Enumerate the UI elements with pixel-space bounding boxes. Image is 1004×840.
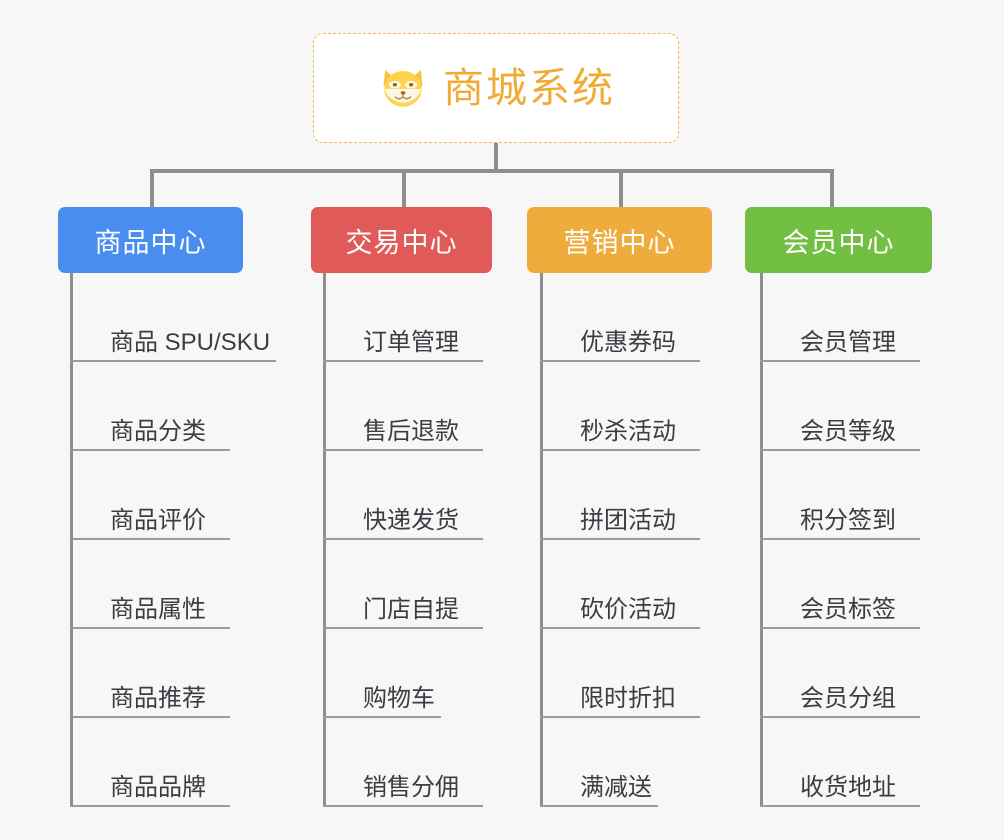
root-node-card[interactable]: 商城系统 (313, 33, 679, 143)
leaf-item-label: 会员等级 (800, 417, 896, 445)
category-label-4: 会员中心 (782, 227, 895, 258)
leaf-item-label: 商品 SPU/SKU (110, 328, 271, 356)
shiba-dog-icon (383, 70, 423, 107)
leaf-item-label: 商品推荐 (110, 684, 206, 712)
leaf-item[interactable]: 商品品牌 (70, 718, 230, 807)
leaf-trunk-line (70, 273, 73, 807)
leaf-underline (70, 360, 276, 362)
leaf-item-label: 限时折扣 (580, 684, 676, 712)
leaf-item[interactable]: 积分签到 (760, 451, 920, 540)
category-box-1[interactable]: 商品中心 (58, 207, 243, 273)
leaf-item[interactable]: 销售分佣 (323, 718, 483, 807)
connector-root-drop (494, 143, 498, 171)
leaf-trunk-line (760, 273, 763, 807)
leaf-trunk-line (323, 273, 326, 807)
leaf-underline (760, 360, 920, 362)
leaf-underline (323, 538, 483, 540)
leaf-item[interactable]: 优惠券码 (540, 273, 700, 362)
leaf-item[interactable]: 商品推荐 (70, 629, 230, 718)
leaf-item[interactable]: 订单管理 (323, 273, 483, 362)
leaf-item[interactable]: 售后退款 (323, 362, 483, 451)
leaf-underline (540, 538, 700, 540)
leaf-item-label: 商品评价 (110, 506, 206, 534)
leaf-underline (540, 805, 658, 807)
leaf-item[interactable]: 商品评价 (70, 451, 230, 540)
leaf-item-label: 优惠券码 (580, 328, 676, 356)
leaf-item[interactable]: 限时折扣 (540, 629, 700, 718)
leaf-underline (70, 627, 230, 629)
leaf-item[interactable]: 商品分类 (70, 362, 230, 451)
leaf-underline (323, 449, 483, 451)
category-label-2: 交易中心 (345, 227, 458, 258)
leaf-item-label: 秒杀活动 (580, 417, 676, 445)
leaf-item-label: 会员管理 (800, 328, 896, 356)
leaf-underline (760, 538, 920, 540)
leaf-item[interactable]: 商品 SPU/SKU (70, 273, 276, 362)
leaf-underline (70, 716, 230, 718)
leaf-item-label: 销售分佣 (363, 773, 459, 801)
leaf-trunk-line (540, 273, 543, 807)
category-label-3: 营销中心 (563, 227, 676, 258)
leaf-underline (760, 805, 920, 807)
leaf-item-label: 会员分组 (800, 684, 896, 712)
root-node-title: 商城系统 (443, 64, 615, 111)
leaf-item-label: 快递发货 (363, 506, 459, 534)
leaf-item-label: 会员标签 (800, 595, 896, 623)
leaf-underline (70, 538, 230, 540)
leaf-item-label: 砍价活动 (580, 595, 676, 623)
leaf-underline (323, 360, 483, 362)
category-box-2[interactable]: 交易中心 (311, 207, 492, 273)
leaf-underline (760, 449, 920, 451)
leaf-underline (540, 716, 700, 718)
leaf-item-label: 拼团活动 (580, 506, 676, 534)
leaf-item[interactable]: 秒杀活动 (540, 362, 700, 451)
leaf-underline (760, 716, 920, 718)
leaf-item[interactable]: 满减送 (540, 718, 658, 807)
connector-horizontal-bus (150, 169, 834, 173)
leaf-item-label: 购物车 (363, 684, 435, 712)
leaf-item-label: 满减送 (580, 773, 652, 801)
leaf-underline (70, 449, 230, 451)
category-box-4[interactable]: 会员中心 (745, 207, 932, 273)
connector-drop-column-4 (830, 169, 834, 209)
leaf-item-label: 门店自提 (363, 595, 459, 623)
leaf-item-label: 商品品牌 (110, 773, 206, 801)
leaf-item[interactable]: 商品属性 (70, 540, 230, 629)
leaf-item[interactable]: 会员等级 (760, 362, 920, 451)
leaf-underline (323, 716, 441, 718)
leaf-item-label: 收货地址 (800, 773, 896, 801)
leaf-item-label: 商品属性 (110, 595, 206, 623)
leaf-item[interactable]: 门店自提 (323, 540, 483, 629)
leaf-item[interactable]: 快递发货 (323, 451, 483, 540)
leaf-underline (540, 360, 700, 362)
leaf-underline (323, 805, 483, 807)
category-box-3[interactable]: 营销中心 (527, 207, 712, 273)
leaf-underline (540, 627, 700, 629)
leaf-item-label: 积分签到 (800, 506, 896, 534)
connector-drop-column-2 (402, 169, 406, 209)
connector-drop-column-1 (150, 169, 154, 209)
leaf-item[interactable]: 砍价活动 (540, 540, 700, 629)
leaf-underline (70, 805, 230, 807)
leaf-underline (323, 627, 483, 629)
leaf-item[interactable]: 会员分组 (760, 629, 920, 718)
leaf-item[interactable]: 拼团活动 (540, 451, 700, 540)
leaf-item[interactable]: 会员标签 (760, 540, 920, 629)
leaf-item-label: 商品分类 (110, 417, 206, 445)
leaf-item-label: 订单管理 (363, 328, 459, 356)
connector-drop-column-3 (619, 169, 623, 209)
leaf-item[interactable]: 收货地址 (760, 718, 920, 807)
leaf-item[interactable]: 会员管理 (760, 273, 920, 362)
leaf-underline (540, 449, 700, 451)
category-label-1: 商品中心 (94, 227, 207, 258)
leaf-item[interactable]: 购物车 (323, 629, 441, 718)
leaf-item-label: 售后退款 (363, 417, 459, 445)
leaf-underline (760, 627, 920, 629)
